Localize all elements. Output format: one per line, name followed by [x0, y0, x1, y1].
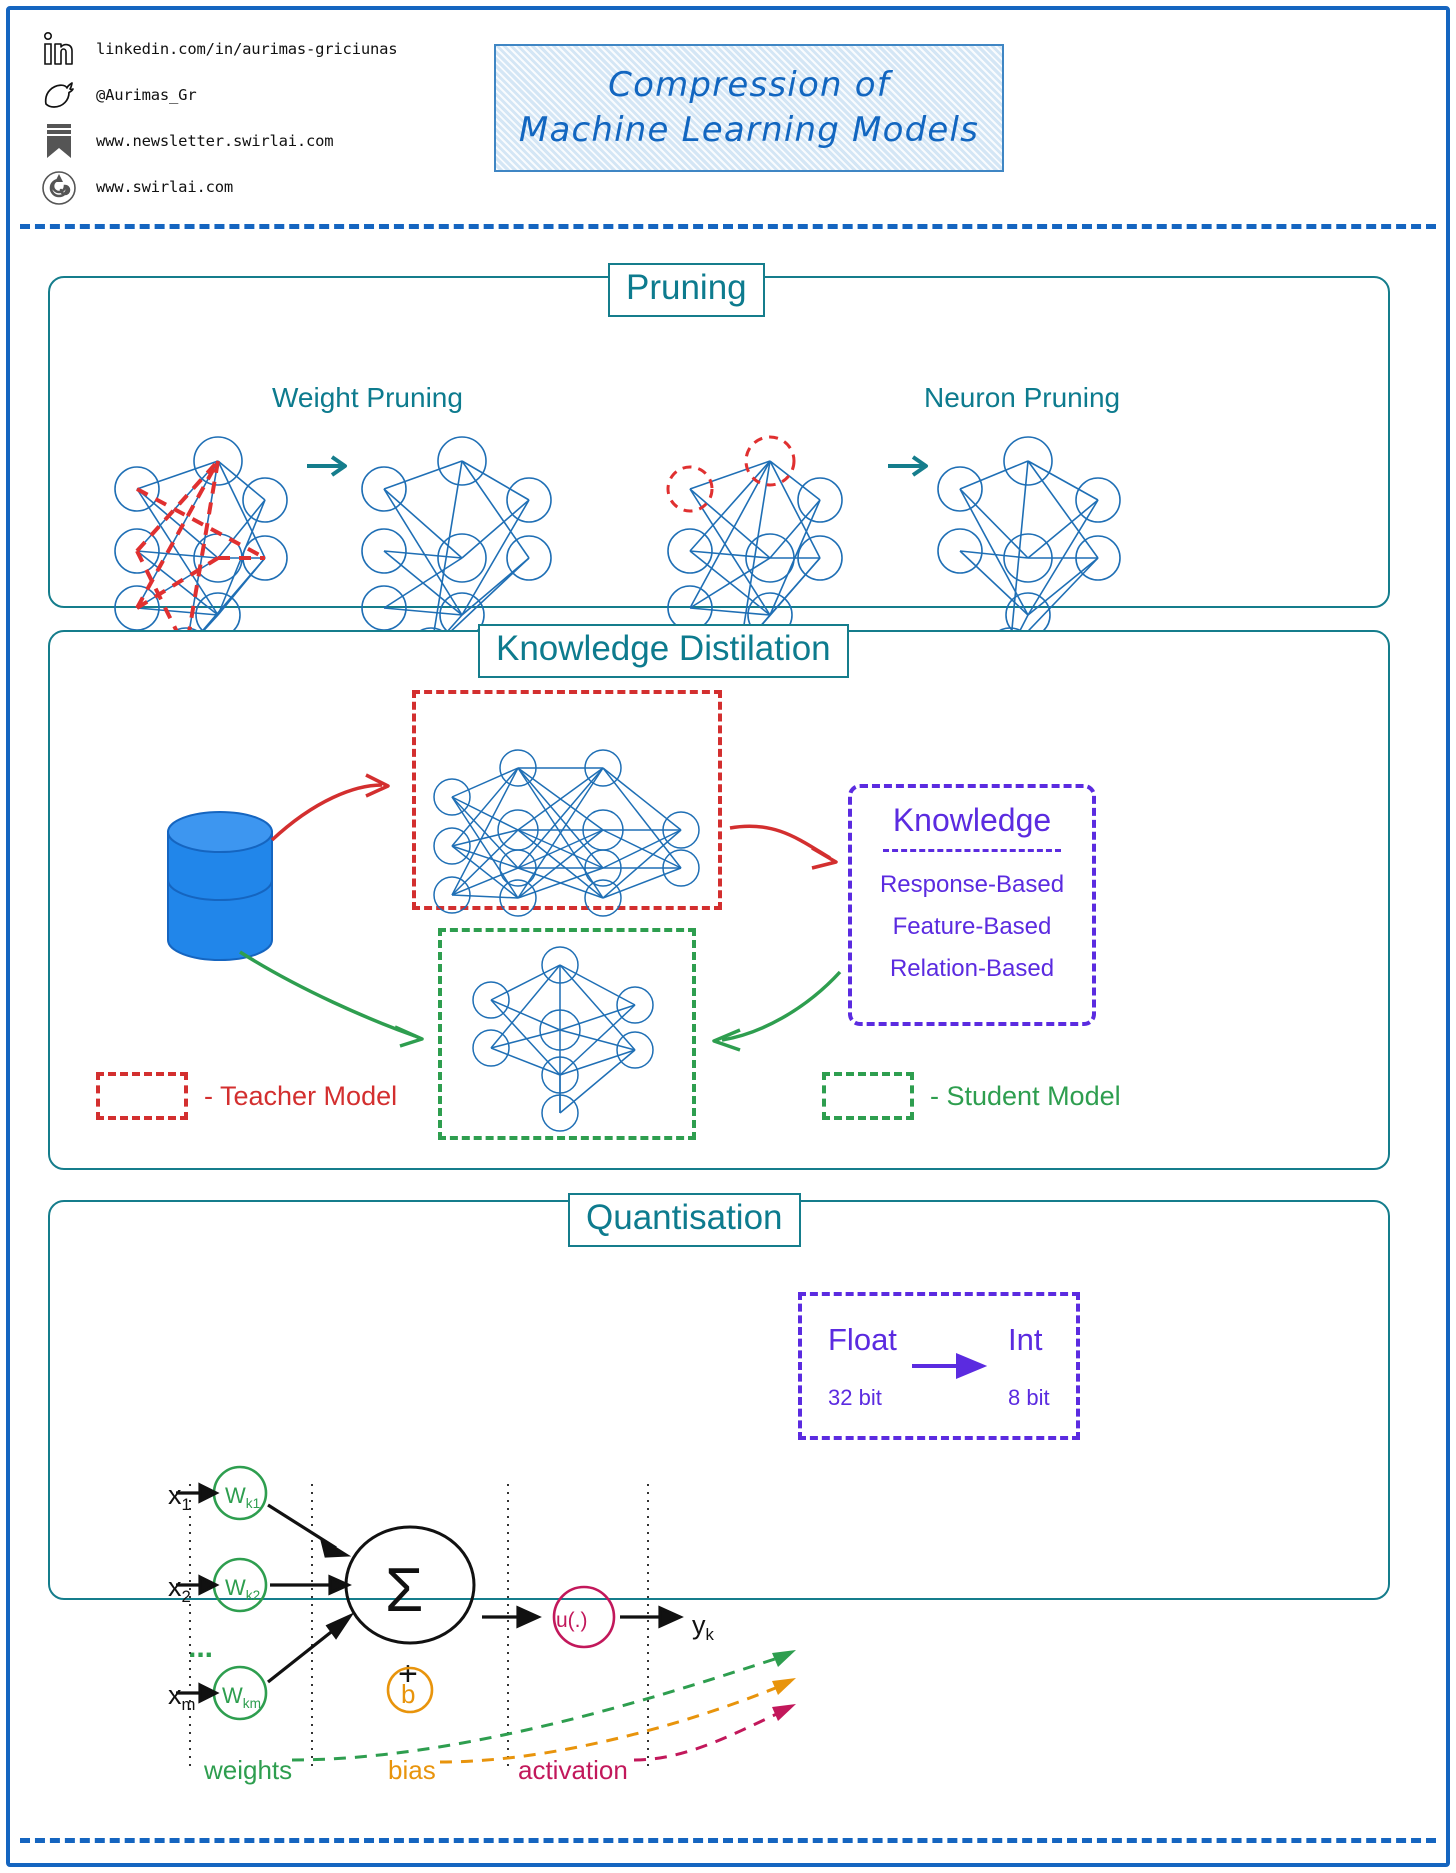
weight-label-wk1: Wk1	[225, 1483, 260, 1511]
divider-bottom	[20, 1838, 1436, 1843]
input-label-x1: x1	[168, 1480, 191, 1515]
student-model-box	[438, 928, 696, 1140]
quantisation-panel	[48, 1200, 1390, 1600]
input-x2-base: x	[168, 1572, 182, 1602]
input-x1-base: x	[168, 1480, 182, 1510]
contact-text-linkedin: linkedin.com/in/aurimas-griciunas	[96, 40, 398, 58]
knowledge-item-response: Response-Based	[879, 871, 1065, 898]
wkm-sub: km	[242, 1695, 261, 1711]
teacher-model-box	[412, 690, 722, 910]
teacher-legend-label: - Teacher Model	[204, 1080, 398, 1111]
linkedin-icon	[36, 29, 82, 69]
knowledge-item-feature: Feature-Based	[892, 913, 1052, 940]
input-label-x2: x2	[168, 1572, 191, 1607]
knowledge-box: Knowledge Response-Based Feature-Based R…	[848, 784, 1096, 1026]
contact-row-website[interactable]: www.swirlai.com	[36, 164, 397, 210]
swirl-logo-icon	[36, 167, 82, 207]
distillation-panel-title: Knowledge Distilation	[478, 624, 849, 678]
yk-base: y	[692, 1610, 706, 1640]
input-label-xm: xm	[168, 1680, 195, 1715]
input-x2-sub: 2	[181, 1586, 191, 1606]
pruning-panel-title: Pruning	[608, 263, 765, 317]
header: linkedin.com/in/aurimas-griciunas @Aurim…	[24, 16, 1432, 216]
input-xm-base: x	[168, 1680, 182, 1710]
wk2-base: W	[225, 1575, 246, 1600]
weight-label-wk2: Wk2	[225, 1575, 260, 1603]
quantisation-panel-title: Quantisation	[568, 1193, 801, 1247]
legend-student-model: - Student Model	[822, 1072, 1121, 1120]
student-legend-swatch	[822, 1072, 914, 1120]
legend-teacher-model: - Teacher Model	[96, 1072, 397, 1120]
weight-label-wkm: Wkm	[222, 1683, 261, 1711]
knowledge-heading: Knowledge	[892, 802, 1052, 838]
input-xm-sub: m	[181, 1694, 196, 1714]
contact-row-twitter[interactable]: @Aurimas_Gr	[36, 72, 397, 118]
float-bits: 32 bit	[828, 1385, 882, 1410]
yk-sub: k	[705, 1624, 714, 1644]
twitter-bird-icon	[36, 75, 82, 115]
knowledge-separator	[883, 849, 1061, 852]
newsletter-icon	[36, 121, 82, 161]
input-x1-sub: 1	[181, 1494, 191, 1514]
contact-row-newsletter[interactable]: www.newsletter.swirlai.com	[36, 118, 397, 164]
wk1-sub: k1	[245, 1495, 261, 1511]
contact-list: linkedin.com/in/aurimas-griciunas @Aurim…	[36, 26, 398, 210]
annotation-activation: activation	[518, 1755, 628, 1785]
int-bits: 8 bit	[1008, 1385, 1050, 1410]
wkm-base: W	[222, 1683, 243, 1708]
student-legend-label: - Student Model	[930, 1080, 1121, 1111]
title-line-1: Compression of	[608, 65, 890, 106]
activation-symbol: u(.)	[556, 1609, 588, 1632]
knowledge-item-relation: Relation-Based	[889, 955, 1055, 982]
wk1-base: W	[225, 1483, 246, 1508]
contact-text-newsletter: www.newsletter.swirlai.com	[96, 132, 334, 150]
sum-symbol: Σ	[385, 1556, 424, 1625]
annotation-bias: bias	[388, 1755, 436, 1785]
contact-text-website: www.swirlai.com	[96, 178, 233, 196]
int-label: Int	[1008, 1322, 1043, 1357]
input-ellipsis: ...	[188, 1631, 214, 1664]
teacher-legend-swatch	[96, 1072, 188, 1120]
contact-text-twitter: @Aurimas_Gr	[96, 86, 197, 104]
weight-pruning-label: Weight Pruning	[272, 382, 463, 413]
contact-row-linkedin[interactable]: linkedin.com/in/aurimas-griciunas	[36, 26, 398, 72]
output-label-yk: yk	[692, 1610, 714, 1645]
pruning-panel	[48, 276, 1390, 608]
divider-top	[20, 224, 1436, 229]
infographic-title: Compression of Machine Learning Models	[494, 44, 1004, 172]
bias-symbol: b	[401, 1679, 416, 1709]
precision-box	[798, 1292, 1080, 1440]
wk2-sub: k2	[245, 1587, 261, 1603]
title-line-2: Machine Learning Models	[518, 110, 980, 150]
neuron-pruning-label: Neuron Pruning	[924, 382, 1121, 413]
annotation-weights: weights	[204, 1755, 293, 1785]
float-label: Float	[828, 1322, 897, 1357]
page-border	[6, 6, 1450, 1867]
